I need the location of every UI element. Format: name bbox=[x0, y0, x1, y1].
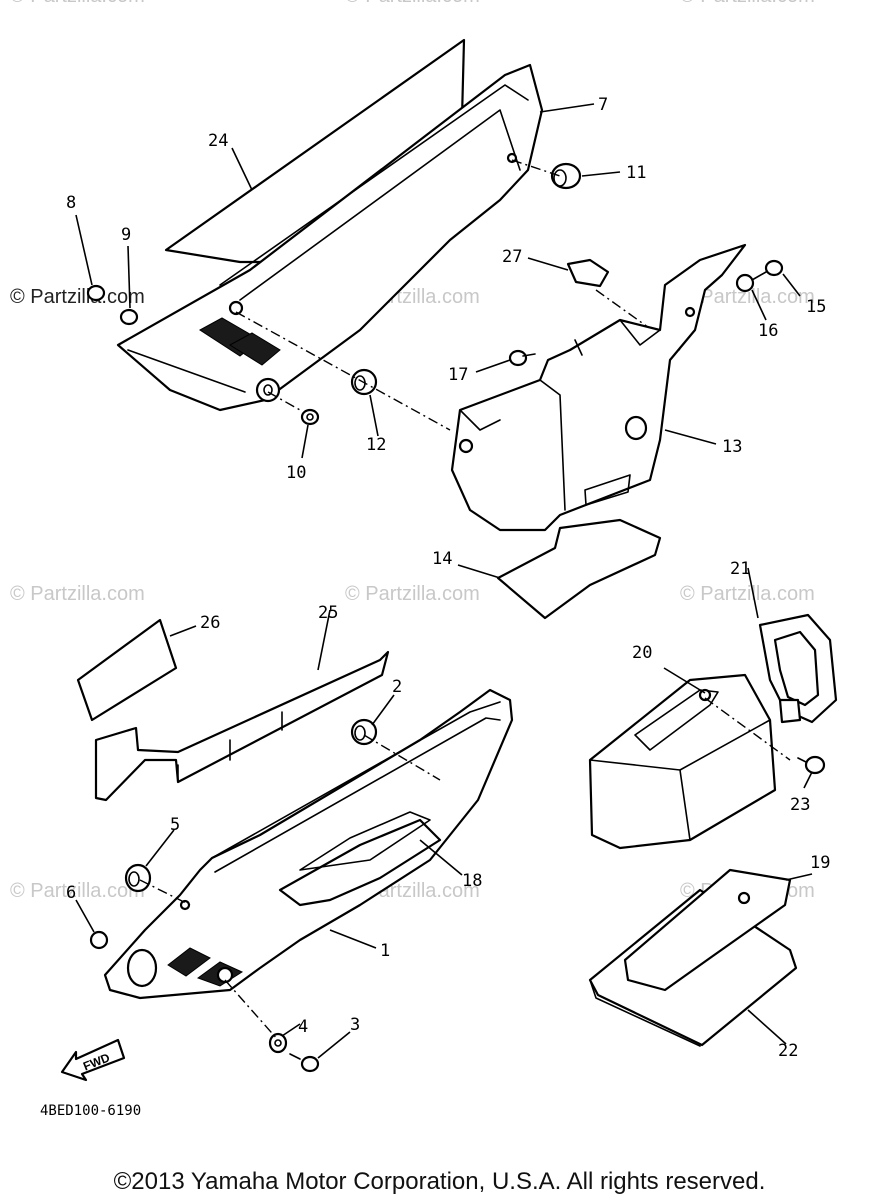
callouts: 7 11 24 8 9 10 12 27 15 16 17 13 14 26 2… bbox=[66, 95, 830, 1061]
callout-16[interactable]: 16 bbox=[758, 321, 778, 341]
callout-20[interactable]: 20 bbox=[632, 643, 652, 663]
part-27-clip[interactable] bbox=[566, 258, 610, 288]
watermark: © Partzilla.com bbox=[680, 583, 815, 605]
callout-11[interactable]: 11 bbox=[626, 163, 646, 183]
callout-3[interactable]: 3 bbox=[350, 1015, 360, 1035]
callout-23[interactable]: 23 bbox=[790, 795, 810, 815]
part-10-washer[interactable] bbox=[300, 408, 320, 426]
part-15-bolt[interactable] bbox=[751, 259, 784, 281]
part-6-collar[interactable] bbox=[89, 930, 109, 950]
callout-19[interactable]: 19 bbox=[810, 853, 830, 873]
copyright-notice: ©2013 Yamaha Motor Corporation, U.S.A. A… bbox=[113, 1168, 766, 1195]
part-16-collar[interactable] bbox=[735, 273, 755, 293]
part-19-pad[interactable] bbox=[623, 868, 792, 992]
callout-13[interactable]: 13 bbox=[722, 437, 742, 457]
part-25-decal[interactable] bbox=[94, 650, 390, 802]
part-7-side-cover[interactable] bbox=[116, 63, 544, 412]
part-17-bolt[interactable] bbox=[508, 349, 536, 367]
watermarks: © Partzilla.com © Partzilla.com © Partzi… bbox=[10, 0, 815, 902]
callout-15[interactable]: 15 bbox=[806, 297, 826, 317]
part-21-strap[interactable] bbox=[758, 613, 838, 724]
callout-9[interactable]: 9 bbox=[121, 225, 131, 245]
watermark: © Partzilla.com bbox=[680, 286, 815, 308]
callout-10[interactable]: 10 bbox=[286, 463, 306, 483]
part-18-decal[interactable] bbox=[299, 811, 431, 871]
callout-4[interactable]: 4 bbox=[298, 1017, 308, 1037]
watermark: © Partzilla.com bbox=[10, 0, 145, 7]
grommet-upper-cover bbox=[255, 377, 281, 403]
callout-2[interactable]: 2 bbox=[392, 677, 402, 697]
watermark: © Partzilla.com bbox=[345, 0, 480, 7]
watermark: © Partzilla.com bbox=[10, 880, 145, 902]
part-3-bolt[interactable] bbox=[289, 1053, 320, 1073]
callout-18[interactable]: 18 bbox=[462, 871, 482, 891]
watermark: © Partzilla.com bbox=[10, 583, 145, 605]
part-13-box[interactable] bbox=[450, 243, 747, 532]
callout-12[interactable]: 12 bbox=[366, 435, 386, 455]
diagram-code: 4BED100-6190 bbox=[40, 1103, 141, 1119]
watermark: © Partzilla.com bbox=[345, 583, 480, 605]
part-23-bolt[interactable] bbox=[797, 755, 826, 775]
part-26-decal[interactable] bbox=[76, 618, 178, 722]
callout-7[interactable]: 7 bbox=[598, 95, 608, 115]
part-11-grommet[interactable] bbox=[550, 162, 582, 190]
callout-14[interactable]: 14 bbox=[432, 549, 452, 569]
part-4-washer[interactable] bbox=[268, 1032, 288, 1054]
part-14-pad[interactable] bbox=[496, 518, 662, 620]
forward-arrow-icon: FWD bbox=[60, 1038, 126, 1082]
watermark: © Partzilla.com bbox=[10, 286, 145, 308]
callout-26[interactable]: 26 bbox=[200, 613, 220, 633]
part-8-grommet[interactable] bbox=[86, 284, 106, 302]
part-9-collar[interactable] bbox=[119, 308, 139, 326]
callout-25[interactable]: 25 bbox=[318, 603, 338, 623]
watermark: © Partzilla.com bbox=[680, 0, 815, 7]
leader-lines bbox=[75, 103, 813, 1059]
callout-8[interactable]: 8 bbox=[66, 193, 76, 213]
part-5-grommet[interactable] bbox=[124, 863, 152, 893]
callout-17[interactable]: 17 bbox=[448, 365, 468, 385]
callout-22[interactable]: 22 bbox=[778, 1041, 798, 1061]
callout-27[interactable]: 27 bbox=[502, 247, 522, 267]
callout-5[interactable]: 5 bbox=[170, 815, 180, 835]
callout-1[interactable]: 1 bbox=[380, 941, 390, 961]
callout-6[interactable]: 6 bbox=[66, 883, 76, 903]
callout-24[interactable]: 24 bbox=[208, 131, 228, 151]
callout-21[interactable]: 21 bbox=[730, 559, 750, 579]
part-1-side-cover[interactable] bbox=[103, 688, 514, 1000]
part-20-toolbag[interactable] bbox=[588, 673, 777, 850]
